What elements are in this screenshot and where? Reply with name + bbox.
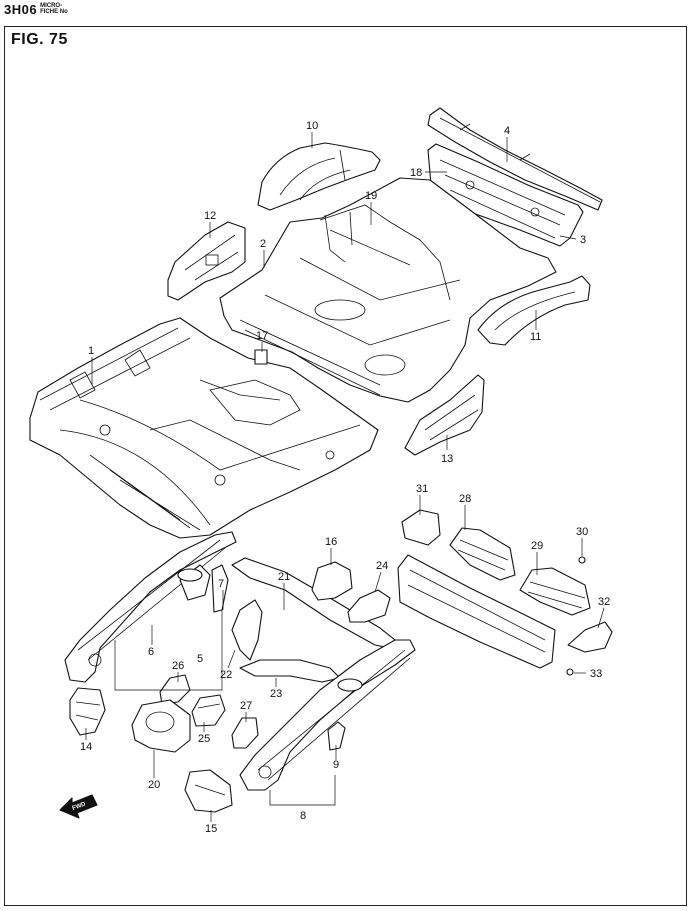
part-31-bracket [401, 509, 441, 546]
part-10-wheelhouse [257, 142, 381, 211]
callout-23: 23 [270, 688, 282, 700]
callout-20: 20 [148, 779, 160, 791]
callout-32: 32 [598, 596, 610, 608]
part-15-bracket [184, 769, 233, 813]
callout-2: 2 [260, 238, 266, 250]
callout-11: 11 [530, 331, 541, 343]
callout-26: 26 [172, 660, 184, 672]
leader-lines [85, 132, 605, 822]
callout-12: 12 [204, 210, 216, 222]
callout-4: 4 [504, 125, 510, 137]
part-27-plate [231, 717, 259, 749]
part-20-mount [131, 699, 191, 753]
part-12-side-bracket [167, 221, 246, 301]
part-1-front-floor [29, 317, 379, 539]
callout-29: 29 [531, 540, 543, 552]
callout-9: 9 [333, 759, 339, 771]
part-25-pad [191, 694, 226, 727]
part-2-rear-floor [219, 177, 557, 403]
part-29-crossmember [519, 556, 591, 616]
callout-21: 21 [278, 571, 290, 583]
callout-13: 13 [441, 453, 453, 465]
part-21-rear-frame [231, 557, 396, 683]
part-8-rear-side-member [239, 639, 416, 791]
microfiche-header: 3H06 MICRO- FICHE No [4, 2, 68, 20]
part-26-plate [159, 674, 191, 705]
callout-24: 24 [376, 560, 388, 572]
callout-19: 19 [365, 190, 377, 202]
part-17-clip [254, 349, 268, 365]
part-13-rear-side [404, 374, 485, 456]
callout-30: 30 [576, 526, 588, 538]
fwd-label: FWD [72, 801, 88, 812]
callout-14: 14 [80, 741, 92, 753]
part-5-front-side-frame [64, 531, 237, 683]
part-16-bracket [311, 561, 353, 601]
callout-31: 31 [416, 483, 428, 495]
callout-16: 16 [325, 536, 337, 548]
microfiche-label: MICRO- FICHE No [40, 3, 68, 15]
callout-25: 25 [198, 733, 210, 745]
part-rear-end-panel [397, 554, 556, 669]
callout-27: 27 [240, 700, 252, 712]
callout-18: 18 [410, 167, 422, 179]
part-28-crossmember [449, 527, 516, 581]
callout-8: 8 [300, 810, 306, 822]
part-4-dash-upper [427, 107, 603, 211]
diagram-frame [4, 26, 687, 906]
callout-3: 3 [580, 234, 586, 246]
callout-17: 17 [256, 330, 268, 342]
callout-33: 33 [590, 668, 602, 680]
callout-22: 22 [220, 669, 232, 681]
callout-15: 15 [205, 823, 217, 835]
part-11-rear-wheel-arch [477, 275, 591, 346]
callout-5: 5 [197, 653, 203, 665]
figure-title: FIG. 75 [11, 31, 68, 48]
callout-1: 1 [88, 345, 94, 357]
microfiche-code: 3H06 [4, 2, 38, 17]
fwd-arrow-icon: FWD [59, 794, 98, 819]
part-24-bracket [347, 589, 391, 623]
part-14-bracket [69, 687, 106, 736]
callout-labels: 10 4 18 3 12 2 19 11 1 17 13 31 28 29 30… [80, 120, 610, 835]
callout-28: 28 [459, 493, 471, 505]
callout-10: 10 [306, 120, 318, 132]
callout-7: 7 [218, 578, 224, 590]
callout-6: 6 [148, 646, 154, 658]
part-32-bracket [566, 621, 613, 676]
